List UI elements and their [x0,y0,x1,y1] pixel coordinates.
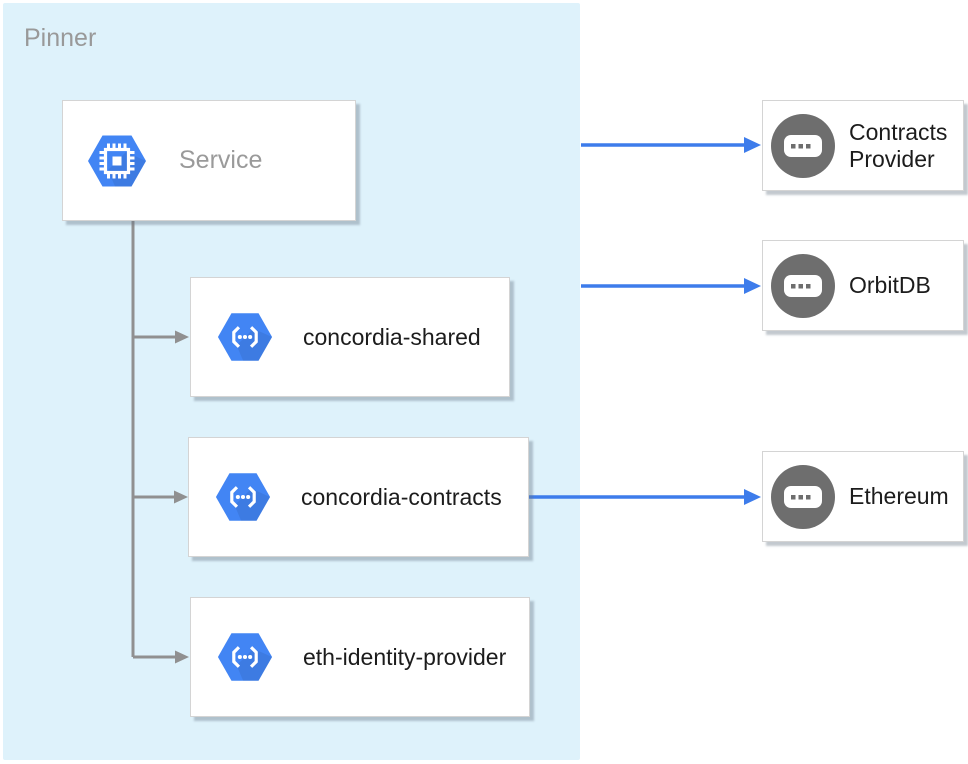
cloud-functions-hexagon-icon [217,629,273,685]
arrowhead-to-ethereum [744,489,761,505]
arrowhead-to-concordia-contracts [174,490,188,504]
concordia-contracts-label: concordia-contracts [301,483,502,510]
arrowhead-to-orbitdb [744,278,761,294]
eth-identity-provider-node[interactable]: eth-identity-provider [190,597,530,717]
orbitdb-node[interactable]: OrbitDB [762,240,964,331]
service-node[interactable]: Service [62,100,356,221]
generic-service-ellipsis-icon [771,113,835,178]
orbitdb-label: OrbitDB [849,272,931,299]
arrowhead-to-eth-identity-provider [175,650,189,664]
generic-service-ellipsis-icon [771,253,835,318]
eth-identity-provider-label: eth-identity-provider [303,643,507,670]
cloud-functions-hexagon-icon [217,309,273,365]
arrowhead-to-contracts-provider [744,137,761,153]
contracts-provider-node[interactable]: Contracts Provider [762,100,964,191]
generic-service-ellipsis-icon [771,464,835,529]
concordia-contracts-node[interactable]: concordia-contracts [188,437,529,557]
service-label: Service [179,146,263,175]
compute-engine-hexagon-icon [87,131,147,191]
concordia-shared-node[interactable]: concordia-shared [190,277,510,397]
arrowhead-to-concordia-shared [175,330,189,344]
contracts-provider-label: Contracts Provider [849,119,948,172]
ethereum-node[interactable]: Ethereum [762,451,964,542]
pinner-zone-label: Pinner [24,24,97,52]
concordia-shared-label: concordia-shared [303,323,481,350]
ethereum-label: Ethereum [849,483,949,510]
cloud-functions-hexagon-icon [215,469,271,525]
